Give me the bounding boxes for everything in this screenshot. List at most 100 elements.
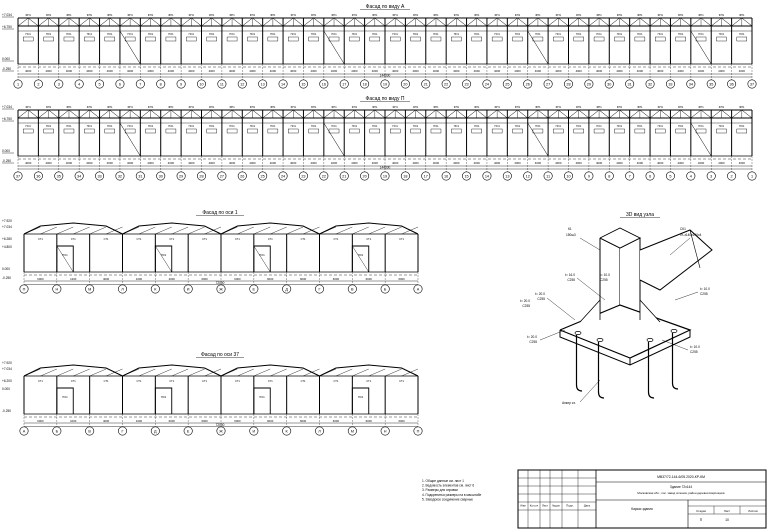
truss-web — [368, 368, 386, 377]
window-mark: ПО1 — [596, 32, 602, 36]
axis-bubble — [645, 79, 655, 89]
panel-mark: ФП1 — [433, 13, 439, 17]
window-opening — [43, 128, 54, 134]
span-dimension: 4000 — [576, 69, 583, 73]
span-dimension: 6000 — [366, 277, 373, 281]
window-mark: ПО1 — [413, 124, 419, 128]
axis-label: 3 — [710, 174, 712, 178]
axis-label: 9 — [588, 174, 590, 178]
truss-web — [319, 368, 336, 377]
axis-label: М — [88, 287, 91, 291]
axis-bubble — [85, 284, 95, 294]
stiffener — [639, 298, 661, 323]
window-opening — [675, 128, 686, 134]
span-dimension: 4000 — [311, 69, 318, 73]
brace-diagonal — [690, 122, 712, 157]
axis-bubble — [197, 79, 207, 89]
axis-label: 34 — [77, 174, 81, 178]
axis-label: 1 — [17, 82, 19, 86]
panel-mark: ФП1 — [413, 13, 419, 17]
window-opening — [186, 36, 197, 42]
axis-bubble — [183, 284, 193, 294]
panel-mark: ФП1 — [107, 105, 113, 109]
stamp-header: №док — [552, 504, 560, 508]
axis-label: 30 — [159, 174, 163, 178]
axis-bubble — [282, 284, 292, 294]
axis-label: Г — [121, 429, 123, 433]
span-dimension: 4000 — [229, 69, 236, 73]
axis-bubble — [665, 171, 675, 181]
window-mark: ПО1 — [576, 124, 582, 128]
axis-bubble — [95, 171, 105, 181]
panel-mark: ФП1 — [637, 105, 643, 109]
portal-frame — [56, 387, 74, 414]
axis-bubble — [118, 284, 128, 294]
window-opening — [226, 36, 238, 42]
axis-bubble — [216, 426, 226, 436]
span-dimension: 4000 — [596, 161, 603, 165]
axis-label: 33 — [668, 82, 672, 86]
axis-label: 31 — [628, 82, 632, 86]
axis-label: К — [154, 287, 157, 291]
brace-diagonal — [323, 122, 345, 157]
span-dimension: 4000 — [576, 161, 583, 165]
node-label: t= 20.0 — [527, 335, 537, 339]
span-dimension: 4000 — [270, 161, 277, 165]
overall-dimension: 72000 — [216, 423, 225, 427]
span-dimension: 6000 — [201, 277, 208, 281]
wall-mark: СТ1 — [399, 379, 404, 383]
panel-mark: ФП1 — [698, 13, 704, 17]
stamp-header: Кол.уч — [530, 504, 539, 508]
panel-mark: ФП1 — [658, 105, 664, 109]
wall-mark: СТ1 — [71, 237, 76, 241]
note-line: 4. Подкрепитья размеры на в масштабе — [422, 493, 482, 497]
axis-bubble — [686, 79, 696, 89]
view-title: Фасад по виду А — [366, 4, 405, 10]
axis-label: 25 — [261, 174, 265, 178]
span-dimension: 4000 — [657, 69, 664, 73]
window-mark: ПО1 — [168, 124, 174, 128]
view-title: Фасад по оси 37 — [201, 352, 239, 358]
node-label: t= 20.0 — [535, 292, 545, 296]
anchor-bolt — [597, 342, 605, 399]
truss-web — [319, 226, 336, 235]
axis-label: 12 — [526, 174, 530, 178]
anchor-nut — [646, 338, 654, 342]
panel-mark: ФП1 — [719, 13, 725, 17]
axis-label: Г — [318, 287, 320, 291]
window-opening — [716, 128, 727, 134]
panel-mark: ФП1 — [87, 13, 93, 17]
panel-mark: ФП1 — [494, 13, 500, 17]
elevation-label: +6.200 — [2, 379, 12, 383]
window-mark: ПО1 — [637, 32, 643, 36]
axis-label: 33 — [97, 174, 101, 178]
axis-label: 35 — [709, 82, 713, 86]
wall-mark: СТ1 — [301, 379, 306, 383]
axis-label: 14 — [485, 174, 489, 178]
axis-label: Д — [285, 287, 288, 291]
axis-bubble — [74, 171, 84, 181]
panel-mark: ФП1 — [372, 13, 378, 17]
window-opening — [430, 128, 442, 134]
panel-mark: ФП1 — [331, 105, 337, 109]
span-dimension: 6000 — [234, 419, 241, 423]
truss-web — [352, 368, 369, 377]
window-mark: ПО1 — [739, 32, 745, 36]
truss-web — [188, 368, 205, 377]
leader-line — [579, 379, 601, 403]
axis-bubble — [543, 79, 553, 89]
node-label: t= 20.0 — [520, 299, 530, 303]
window-mark: ПО1 — [474, 32, 480, 36]
elevation-label: +7.034 — [2, 105, 12, 109]
general-notes: 1. Общие данные см. лист 12. Ведомость э… — [422, 479, 482, 501]
window-opening — [410, 36, 421, 42]
axis-bubble — [249, 426, 259, 436]
leader-line — [546, 297, 576, 321]
span-dimension: 4000 — [66, 161, 73, 165]
axis-label: 2 — [37, 82, 39, 86]
span-dimension: 4000 — [188, 69, 195, 73]
panel-mark: ФП1 — [474, 105, 480, 109]
axis-label: 19 — [383, 82, 387, 86]
